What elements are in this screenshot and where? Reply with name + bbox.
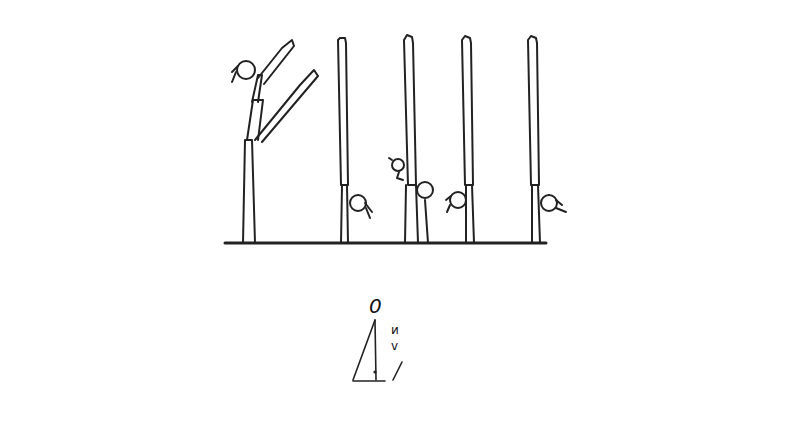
floor-line	[225, 242, 546, 245]
handstand-figure	[389, 35, 433, 243]
notation-label: v	[391, 340, 398, 352]
notation-label: и	[391, 324, 399, 336]
notation-symbol	[353, 320, 402, 381]
handstand-figure	[446, 36, 474, 243]
handstand-figure	[338, 38, 372, 243]
handstand-figure	[528, 36, 566, 243]
standing-kick-figure	[232, 40, 318, 243]
notation-label: 0	[369, 296, 382, 316]
